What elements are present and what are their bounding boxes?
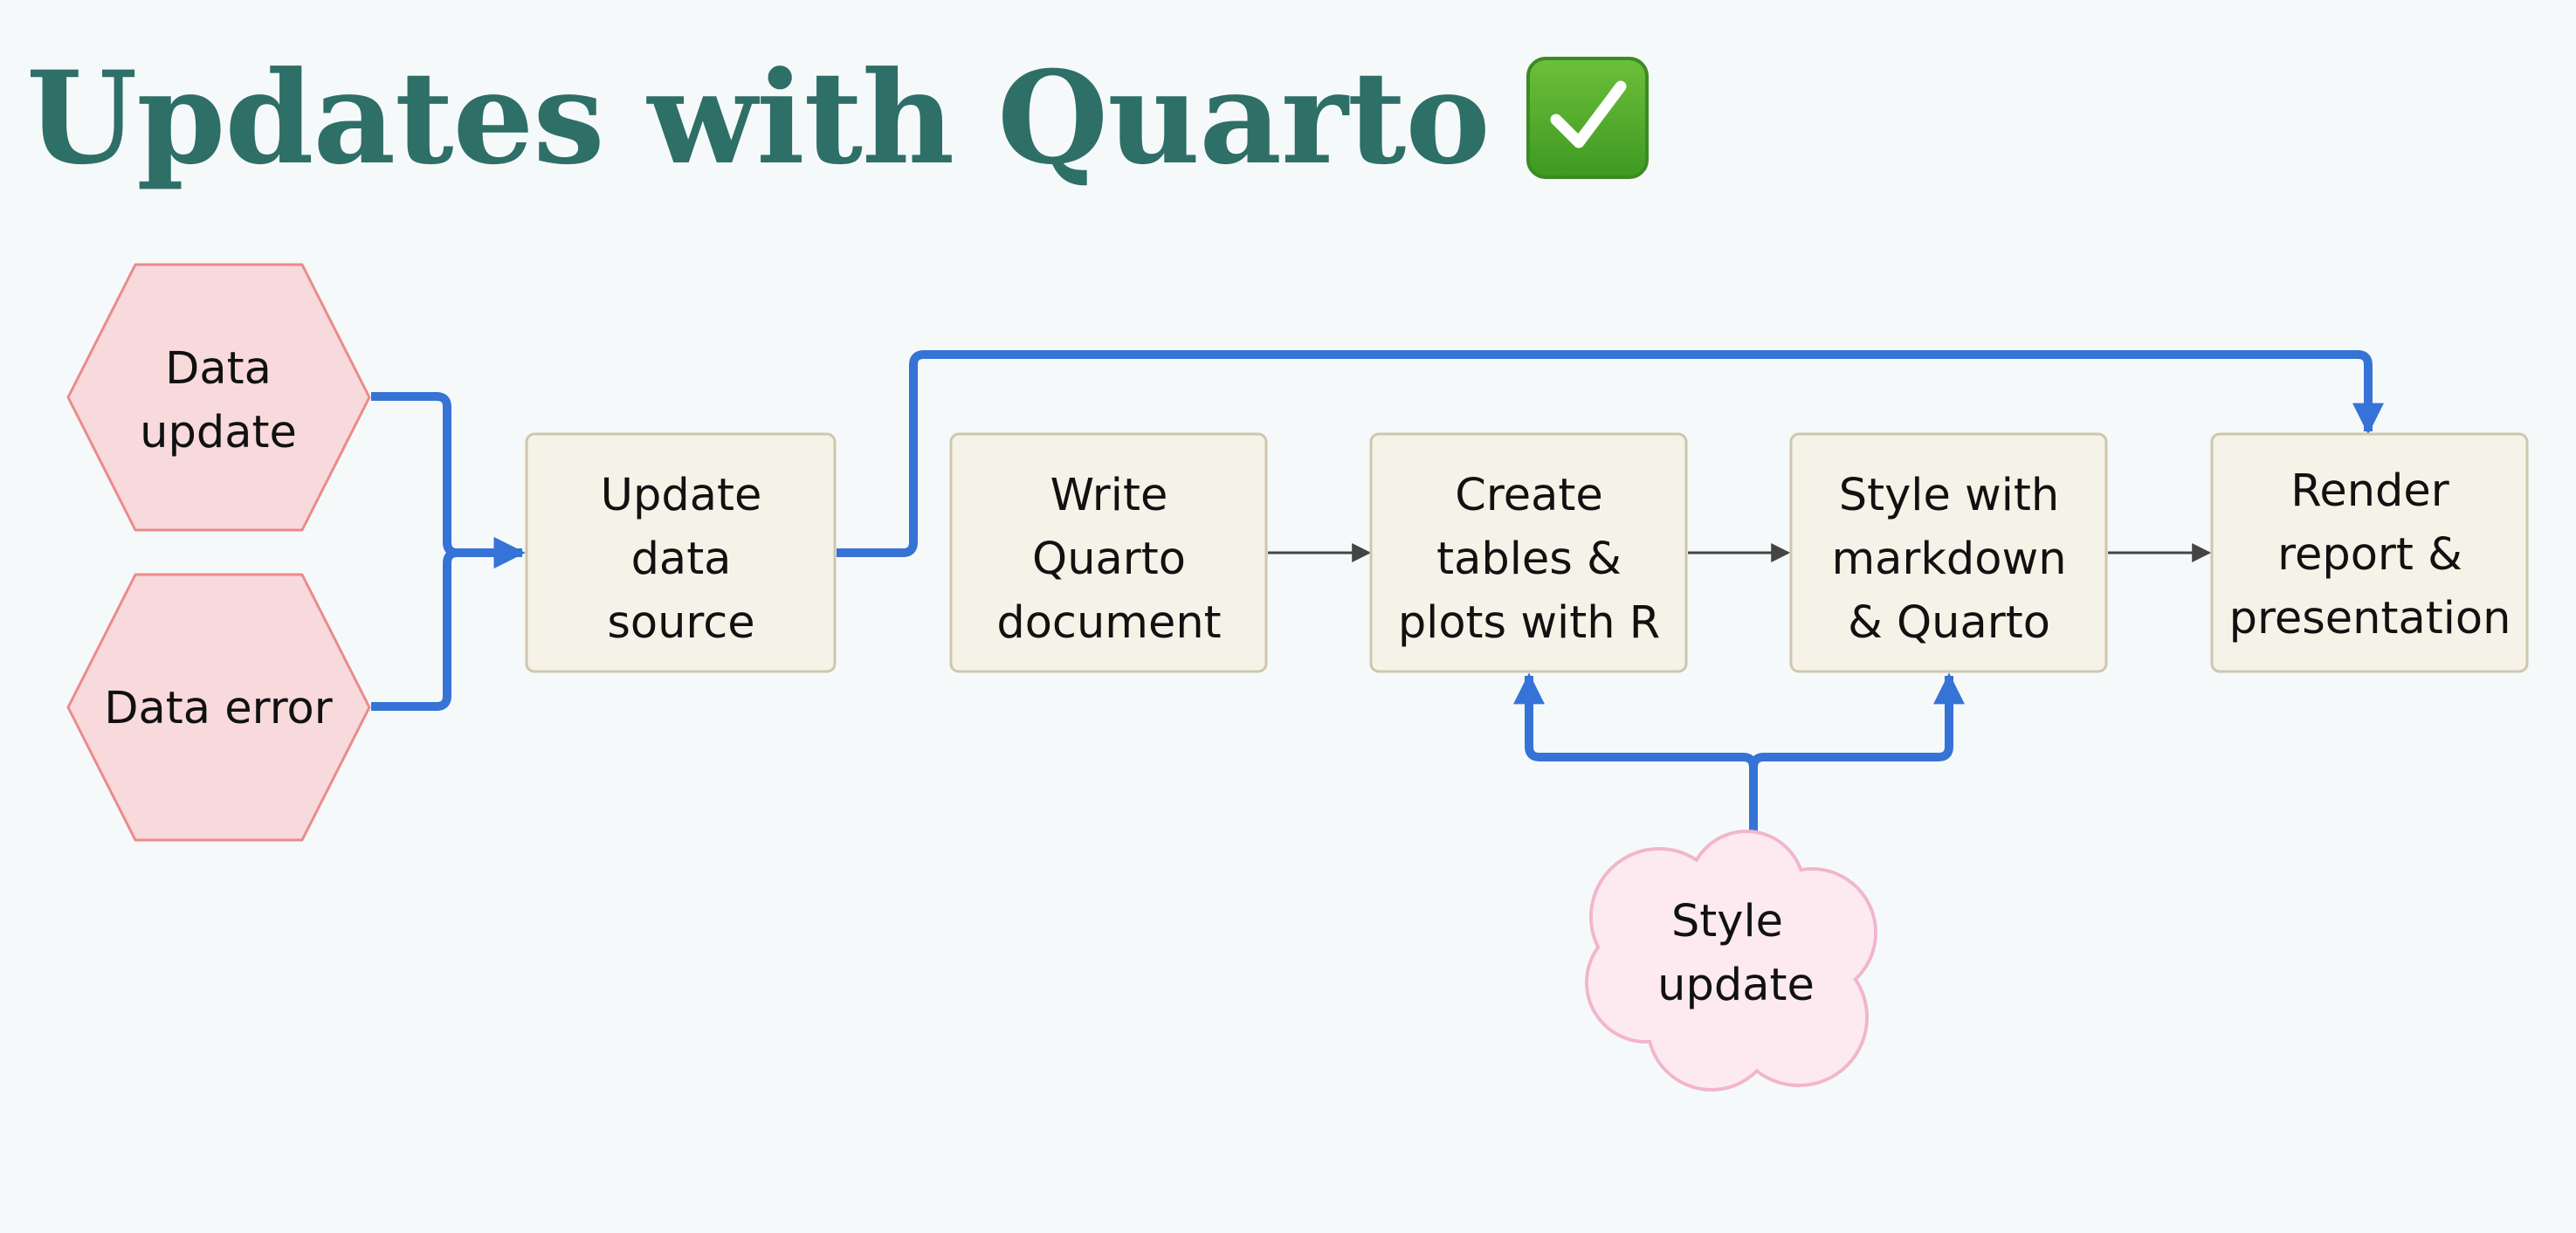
node-label: document — [996, 597, 1221, 649]
node-label: markdown — [1831, 534, 2066, 585]
node-label: data — [631, 534, 732, 585]
node-label: tables & — [1436, 534, 1622, 585]
node-write-quarto-document: Write Quarto document — [949, 432, 1268, 673]
node-style-update: Style update — [1585, 830, 1877, 1092]
node-label: Quarto — [1032, 534, 1186, 585]
edge-style-update-to-style-with — [1749, 672, 1965, 842]
node-update-data-source: Update data source — [525, 432, 837, 673]
edge-style-update-to-create — [1513, 672, 1758, 842]
edge-data-error-to-source — [371, 537, 526, 711]
node-label: Data error — [104, 683, 332, 734]
node-label: Data — [165, 343, 272, 395]
node-label: report & — [2277, 529, 2462, 581]
node-data-update: Data update — [66, 263, 371, 532]
edge-source-to-render — [837, 350, 2384, 557]
node-label: Style — [1671, 896, 1783, 947]
node-style-markdown-quarto: Style with markdown & Quarto — [1789, 432, 2108, 673]
node-label: presentation — [2229, 593, 2511, 644]
edge-data-update-to-source — [371, 392, 526, 568]
page-title: Updates with Quarto — [26, 43, 1491, 193]
node-label: & Quarto — [1848, 597, 2050, 649]
node-label: update — [140, 407, 297, 458]
node-data-error: Data error — [66, 573, 371, 842]
node-label: update — [1657, 960, 1815, 1011]
node-create-tables-plots: Create tables & plots with R — [1369, 432, 1688, 673]
node-label: plots with R — [1398, 597, 1660, 649]
node-label: Create — [1455, 470, 1602, 521]
node-label: Render — [2290, 465, 2449, 517]
node-render-report-presentation: Render report & presentation — [2210, 432, 2529, 673]
check-mark-button-icon — [1526, 57, 1649, 179]
node-label: Write — [1050, 470, 1168, 521]
node-label: Update — [601, 470, 762, 521]
title-row: Updates with Quarto — [26, 35, 1649, 201]
node-label: source — [607, 597, 754, 649]
node-label: Style with — [1839, 470, 2060, 521]
